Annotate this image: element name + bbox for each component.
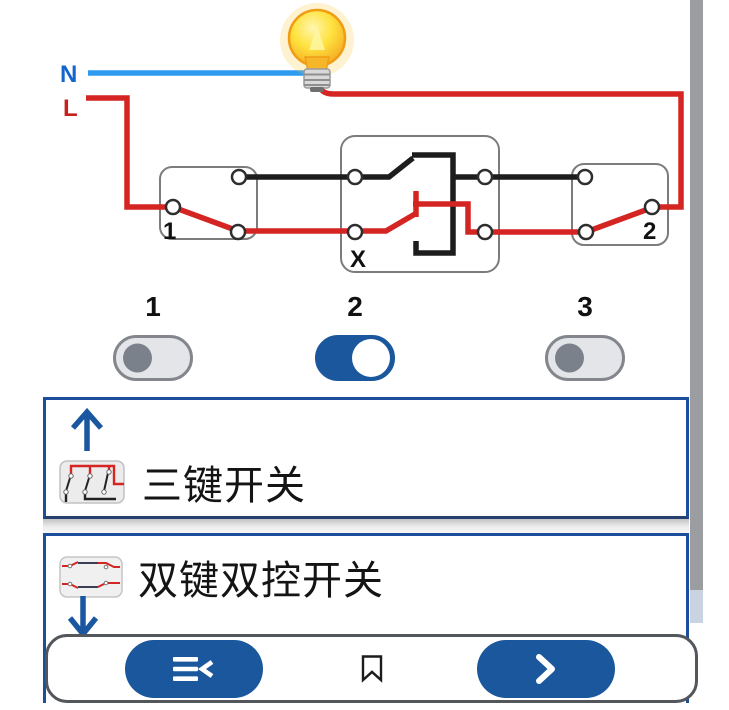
switch-box-1-label: 1 [163,218,176,245]
toggle-2-knob [352,339,390,377]
next-button[interactable] [477,639,615,698]
list-item-title: 双键双控开关 [138,559,384,603]
toggle-switch-3[interactable] [545,335,625,381]
toggle-switch-2[interactable] [315,335,395,381]
neutral-label: N [60,61,77,88]
toggle-3-label: 3 [577,291,593,322]
card-separator [43,519,689,533]
double-key-double-control-switch-thumbnail-icon [59,556,123,598]
load-wires [239,152,585,256]
scrollbar-track [690,590,703,623]
terminals [164,168,661,241]
toggle-3-knob [555,343,584,373]
scroll-up-icon [70,407,104,451]
live-label: L [63,95,78,122]
toggle-group-1: 1 [108,291,198,381]
three-key-switch-thumbnail-icon [59,460,125,504]
toggle-2-label: 2 [347,291,363,322]
list-item-double-key-switch[interactable]: 双键双控开关 [58,548,384,606]
light-bulb-icon [280,3,354,92]
bookmark-button[interactable] [354,651,390,687]
toggle-switch-1[interactable] [113,335,193,381]
switch-list-card-1: 三键开关 [43,397,689,519]
scrollbar[interactable] [690,0,703,590]
toggle-1-knob [123,343,152,373]
chevron-right-icon [536,653,555,684]
list-item-three-key-switch[interactable]: 三键开关 [58,453,306,511]
toggle-1-label: 1 [145,291,161,322]
bottom-navbar [45,634,698,703]
menu-button[interactable] [125,639,263,698]
switch-box-1 [159,166,258,240]
toggle-group-2: 2 [310,291,400,381]
list-item-title: 三键开关 [142,464,306,508]
switch-box-2-label: 2 [643,218,656,245]
menu-collapse-icon [173,656,214,681]
circuit-diagram: N L 1 X 2 [60,3,684,273]
switch-box-x-label: X [350,246,366,273]
bookmark-icon [361,655,383,683]
toggle-group-3: 3 [540,291,630,381]
